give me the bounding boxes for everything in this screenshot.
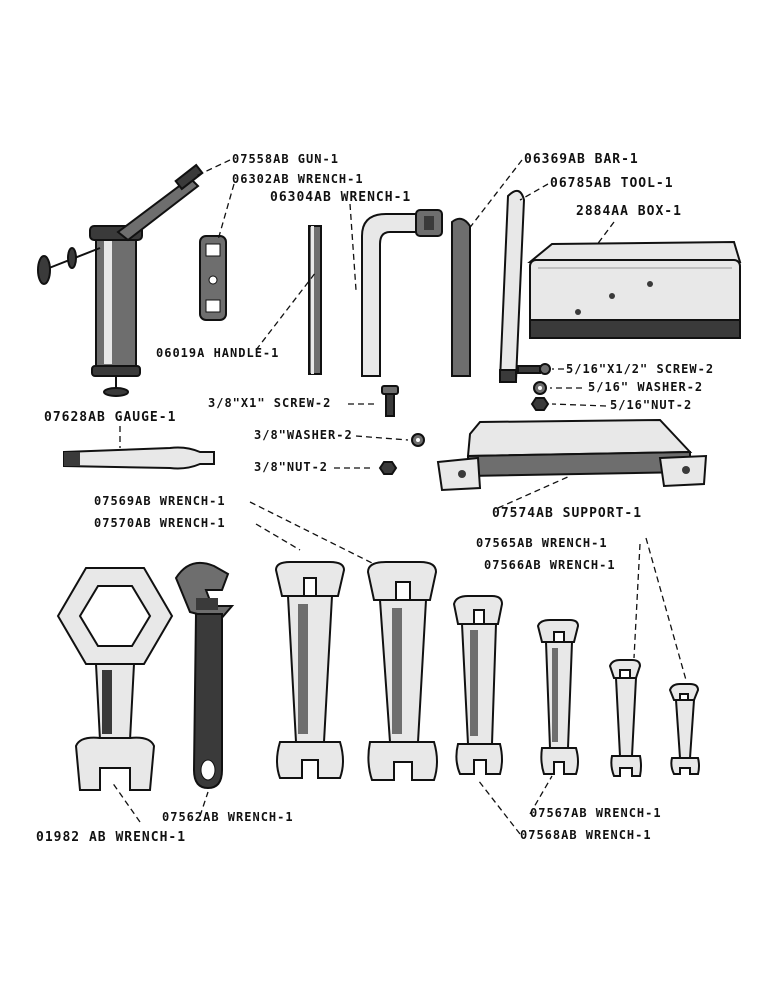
label-screw-38: 3/8"X1" SCREW-2 [208, 396, 332, 410]
label-wrench-07568: 07568AB WRENCH-1 [520, 828, 652, 842]
handle-06019a [308, 225, 322, 375]
label-screw-516: 5/16"X1/2" SCREW-2 [566, 362, 715, 376]
label-gun: 07558AB GUN-1 [232, 152, 339, 166]
label-bar: 06369AB BAR-1 [524, 152, 639, 167]
label-washer-38: 3/8"WASHER-2 [254, 428, 353, 442]
support-07574 [436, 418, 708, 492]
label-wrench-06302: 06302AB WRENCH-1 [232, 172, 364, 186]
label-box: 2884AA BOX-1 [576, 204, 682, 219]
label-handle: 06019A HANDLE-1 [156, 346, 280, 360]
label-wrench-07562: 07562AB WRENCH-1 [162, 810, 294, 824]
label-washer-516: 5/16" WASHER-2 [588, 380, 704, 394]
label-wrench-07570: 07570AB WRENCH-1 [94, 516, 226, 530]
wrench-07567 [536, 619, 580, 775]
label-wrench-07565: 07565AB WRENCH-1 [476, 536, 608, 550]
label-wrench-01982: 01982 AB WRENCH-1 [36, 830, 187, 845]
wrench-07565 [608, 659, 642, 777]
grease-gun [37, 163, 204, 397]
label-wrench-06304: 06304AB WRENCH-1 [270, 190, 412, 205]
label-support: 07574AB SUPPORT-1 [492, 506, 643, 521]
tool-box-2884 [527, 240, 742, 339]
wrench-07566 [668, 683, 700, 775]
label-nut-38: 3/8"NUT-2 [254, 460, 329, 474]
wrench-07569 [366, 561, 438, 781]
screw-516 [517, 365, 541, 374]
leader-lines [111, 159, 687, 835]
wrench-01982 [56, 567, 174, 791]
bar-06369 [451, 217, 471, 377]
l-wrench-06304 [361, 209, 443, 377]
wrench-07568 [452, 595, 504, 775]
label-wrench-07566: 07566AB WRENCH-1 [484, 558, 616, 572]
label-wrench-07567: 07567AB WRENCH-1 [530, 806, 662, 820]
label-gauge: 07628AB GAUGE-1 [44, 410, 177, 425]
label-nut-516: 5/16"NUT-2 [610, 398, 693, 412]
nut-516 [530, 397, 550, 411]
gauge-07628 [63, 446, 215, 470]
nut-38 [378, 461, 398, 475]
adjustable-wrench-07562 [174, 562, 235, 790]
wrench-07570 [274, 561, 346, 779]
tool-06785 [498, 189, 526, 381]
box-wrench-06302 [199, 235, 227, 321]
label-wrench-07569: 07569AB WRENCH-1 [94, 494, 226, 508]
label-tool: 06785AB TOOL-1 [550, 176, 674, 191]
